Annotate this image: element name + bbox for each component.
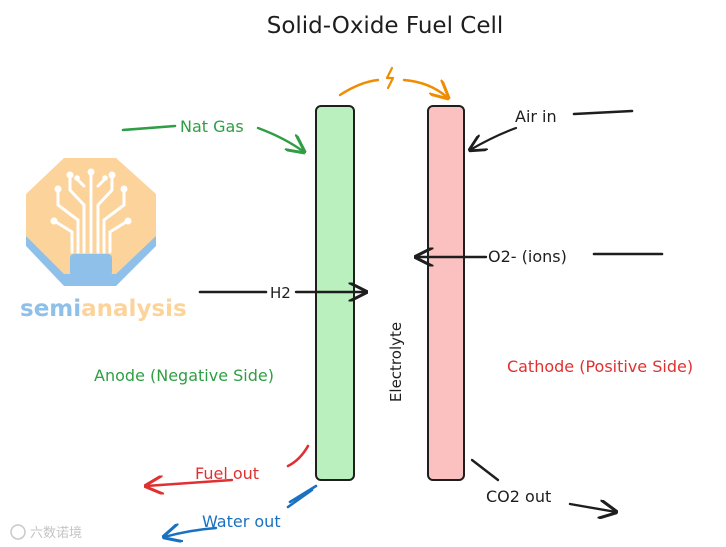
air-in-label: Air in [515, 107, 557, 126]
watermark-text: 六数诺境 [30, 526, 82, 541]
electron-flow-arrow-left [338, 78, 380, 97]
watermark-icon [10, 524, 26, 540]
co2-out-connector [470, 458, 500, 482]
electron-flow-arrow-right [402, 78, 448, 98]
nat-gas-tail [121, 124, 177, 132]
water-out-connector [286, 484, 318, 509]
anode-label: Anode (Negative Side) [94, 366, 274, 385]
watermark: 六数诺境 [10, 524, 82, 541]
fuel-out-connector [286, 444, 310, 468]
h2-label: H2 [270, 284, 291, 302]
electrolyte-label: Electrolyte [387, 322, 405, 402]
o2-ions-label: O2- (ions) [488, 247, 567, 266]
fuel-out-arrow [146, 480, 234, 486]
nat-gas-arrow [256, 126, 304, 152]
cathode-label: Cathode (Positive Side) [507, 357, 693, 376]
cathode-plate [427, 105, 465, 481]
air-in-arrow [470, 126, 518, 150]
fuel-out-label: Fuel out [195, 464, 259, 483]
logo-text-semi: semi [20, 296, 81, 322]
lightning-icon [385, 66, 395, 90]
logo-text-analysis: analysis [81, 296, 187, 322]
co2-out-label: CO2 out [486, 487, 551, 506]
water-out-arrow [164, 528, 218, 537]
logo-base [70, 254, 112, 276]
air-in-tail [572, 109, 634, 116]
semianalysis-logo: semianalysis [20, 158, 187, 322]
circuit-tree-icon [54, 173, 128, 254]
nat-gas-label: Nat Gas [180, 117, 244, 136]
water-out-label: Water out [202, 512, 281, 531]
svg-text:semianalysis: semianalysis [20, 296, 187, 322]
diagram-title: Solid-Oxide Fuel Cell [267, 13, 504, 39]
co2-out-arrow [568, 504, 616, 512]
